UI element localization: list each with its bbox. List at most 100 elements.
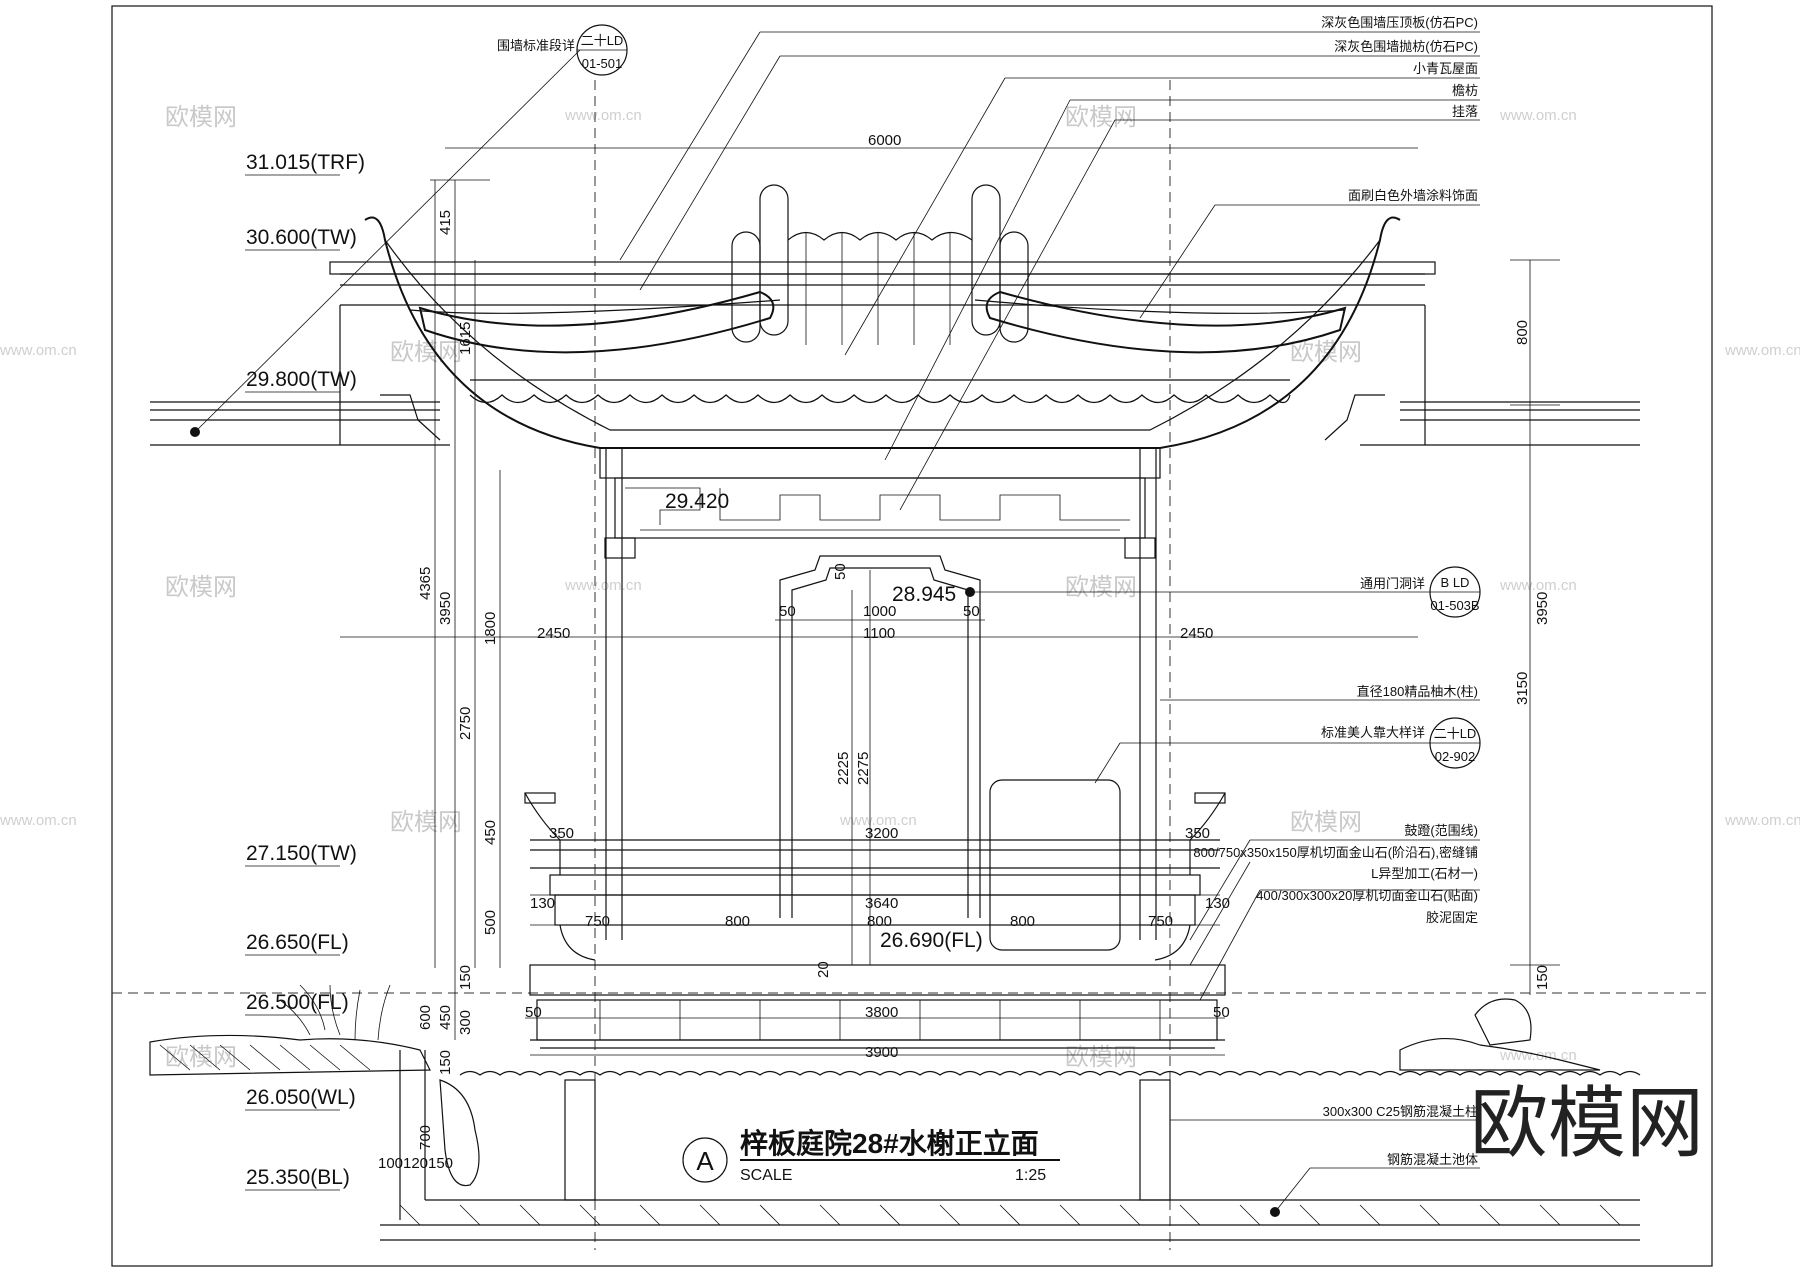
dim-label: 600 bbox=[417, 1005, 434, 1030]
watermark-url: www.om.cn bbox=[0, 342, 77, 359]
level-label: 26.500(FL) bbox=[246, 991, 349, 1014]
dim-label: 450 bbox=[437, 1005, 454, 1030]
leader-lines bbox=[190, 31, 1480, 1217]
title-name: 梓板庭院28#水榭正立面 bbox=[740, 1127, 1039, 1159]
dim-label: 6000 bbox=[868, 132, 901, 149]
dim-label: 3800 bbox=[865, 1004, 898, 1021]
watermark-url: www.om.cn bbox=[1499, 577, 1577, 594]
dim-label: 2275 bbox=[855, 752, 872, 785]
watermark-url: www.om.cn bbox=[1724, 812, 1800, 829]
dim-label: 3150 bbox=[1514, 672, 1531, 705]
dim-label: 50 bbox=[832, 563, 849, 580]
beam-and-lattice bbox=[599, 447, 1161, 559]
dim-label: 4365 bbox=[417, 567, 434, 600]
dim-label: 800 bbox=[725, 913, 750, 930]
inner-level-label: 28.945 bbox=[892, 583, 956, 606]
watermark-url: www.om.cn bbox=[1724, 342, 1800, 359]
watermark-url: www.om.cn bbox=[1499, 107, 1577, 124]
door-opening bbox=[779, 555, 981, 918]
dim-label: 750 bbox=[585, 913, 610, 930]
level-label: 26.050(WL) bbox=[246, 1086, 356, 1109]
level-label: 26.650(FL) bbox=[246, 931, 349, 954]
dimension-texts: 6000 2450 2450 50 1000 50 1100 350 3200 … bbox=[525, 132, 1230, 1061]
timber-columns bbox=[605, 448, 1157, 940]
dim-label: 450 bbox=[482, 820, 499, 845]
callout-top: 二十LD bbox=[1434, 726, 1477, 741]
dim-label: 50 bbox=[1213, 1004, 1230, 1021]
dim-label: 100 bbox=[378, 1155, 403, 1172]
watermark-text: 欧模网 bbox=[1065, 574, 1137, 601]
dim-label: 415 bbox=[437, 210, 454, 235]
drawing-title: A 梓板庭院28#水榭正立面 SCALE 1:25 bbox=[682, 1127, 1060, 1184]
dim-label: 800 bbox=[1514, 320, 1531, 345]
detail-callouts: 围墙标准段详 二十LD 01-501 通用门洞详 B LD 01-503B 标准… bbox=[497, 24, 1481, 769]
note-text: 檐枋 bbox=[1452, 83, 1478, 98]
watermark-logo: 欧模网 bbox=[1470, 1079, 1704, 1169]
note-text: 面刷白色外墙涂料饰面 bbox=[1348, 188, 1478, 203]
watermark-text: 欧模网 bbox=[1065, 104, 1137, 131]
watermark-text: 欧模网 bbox=[165, 1044, 237, 1071]
note-text: 深灰色围墙抛枋(仿石PC) bbox=[1334, 39, 1478, 54]
dim-label: 800 bbox=[1010, 913, 1035, 930]
callout-top: B LD bbox=[1441, 575, 1470, 590]
note-text: 300x300 C25钢筋混凝土柱 bbox=[1323, 1104, 1478, 1119]
note-text: 鼓蹬(范围线) bbox=[1404, 823, 1478, 838]
level-label: 25.350(BL) bbox=[246, 1166, 350, 1189]
dim-label: 130 bbox=[530, 895, 555, 912]
material-notes: 深灰色围墙压顶板(仿石PC) 深灰色围墙抛枋(仿石PC) 小青瓦屋面 檐枋 挂落… bbox=[1193, 15, 1478, 1167]
watermark-url: www.om.cn bbox=[0, 812, 77, 829]
dim-label: 50 bbox=[779, 603, 796, 620]
callout-bottom: 01-503B bbox=[1430, 598, 1479, 613]
dim-label: 50 bbox=[963, 603, 980, 620]
dim-label: 3900 bbox=[865, 1044, 898, 1061]
watermark-url: www.om.cn bbox=[839, 812, 917, 829]
platform bbox=[529, 964, 1226, 1049]
dim-label: 2225 bbox=[835, 752, 852, 785]
dim-label: 3640 bbox=[865, 895, 898, 912]
note-text: 400/300x300x20厚机切面金山石(贴面) bbox=[1256, 888, 1478, 903]
callout-top: 二十LD bbox=[581, 33, 624, 48]
note-text: 深灰色围墙压顶板(仿石PC) bbox=[1321, 15, 1478, 30]
dim-label: 3950 bbox=[437, 592, 454, 625]
dim-label: 120 bbox=[403, 1155, 428, 1172]
dim-label: 150 bbox=[437, 1050, 454, 1075]
note-text: 800/750x350x150厚机切面金山石(阶沿石),密缝铺 bbox=[1193, 845, 1478, 860]
dim-label: 300 bbox=[457, 1010, 474, 1035]
watermark-text: 欧模网 bbox=[165, 574, 237, 601]
dim-label: 150 bbox=[428, 1155, 453, 1172]
note-text: L异型加工(石材一) bbox=[1371, 866, 1478, 881]
callout-bottom: 02-902 bbox=[1435, 749, 1475, 764]
dim-label: 150 bbox=[457, 965, 474, 990]
dim-label: 150 bbox=[1534, 965, 1551, 990]
dim-label: 350 bbox=[1185, 825, 1210, 842]
vertical-dimension-texts: 415 1615 4365 3950 2750 1800 450 500 150… bbox=[378, 210, 1551, 1172]
watermark-text: 欧模网 bbox=[1290, 339, 1362, 366]
title-marker: A bbox=[696, 1146, 714, 1176]
level-label: 31.015(TRF) bbox=[246, 151, 365, 174]
level-label: 27.150(TW) bbox=[246, 842, 357, 865]
dim-label: 3200 bbox=[865, 825, 898, 842]
dim-label: 20 bbox=[815, 961, 832, 978]
dim-label: 1100 bbox=[863, 625, 895, 642]
title-scale-label: SCALE bbox=[740, 1167, 792, 1184]
watermark-text: 欧模网 bbox=[1290, 809, 1362, 836]
dim-label: 800 bbox=[867, 913, 892, 930]
level-label: 30.600(TW) bbox=[246, 226, 357, 249]
dimension-lines bbox=[340, 147, 1560, 1056]
inner-level-label: 29.420 bbox=[665, 490, 729, 513]
watermark-text: 欧模网 bbox=[390, 809, 462, 836]
note-text: 钢筋混凝土池体 bbox=[1387, 1152, 1478, 1167]
watermark-text: 欧模网 bbox=[390, 339, 462, 366]
callout-bottom: 01-501 bbox=[582, 56, 622, 71]
dim-label: 1000 bbox=[863, 603, 896, 620]
dim-label: 1615 bbox=[457, 322, 474, 355]
dim-label: 750 bbox=[1148, 913, 1173, 930]
watermark-url: www.om.cn bbox=[564, 107, 642, 124]
inner-level-label: 26.690(FL) bbox=[880, 929, 983, 952]
note-text: 胶泥固定 bbox=[1426, 910, 1478, 925]
dim-label: 2450 bbox=[1180, 625, 1213, 642]
dim-label: 1800 bbox=[482, 612, 499, 645]
note-text: 直径180精品柚木(柱) bbox=[1357, 684, 1478, 699]
water-surface bbox=[459, 1070, 1641, 1076]
